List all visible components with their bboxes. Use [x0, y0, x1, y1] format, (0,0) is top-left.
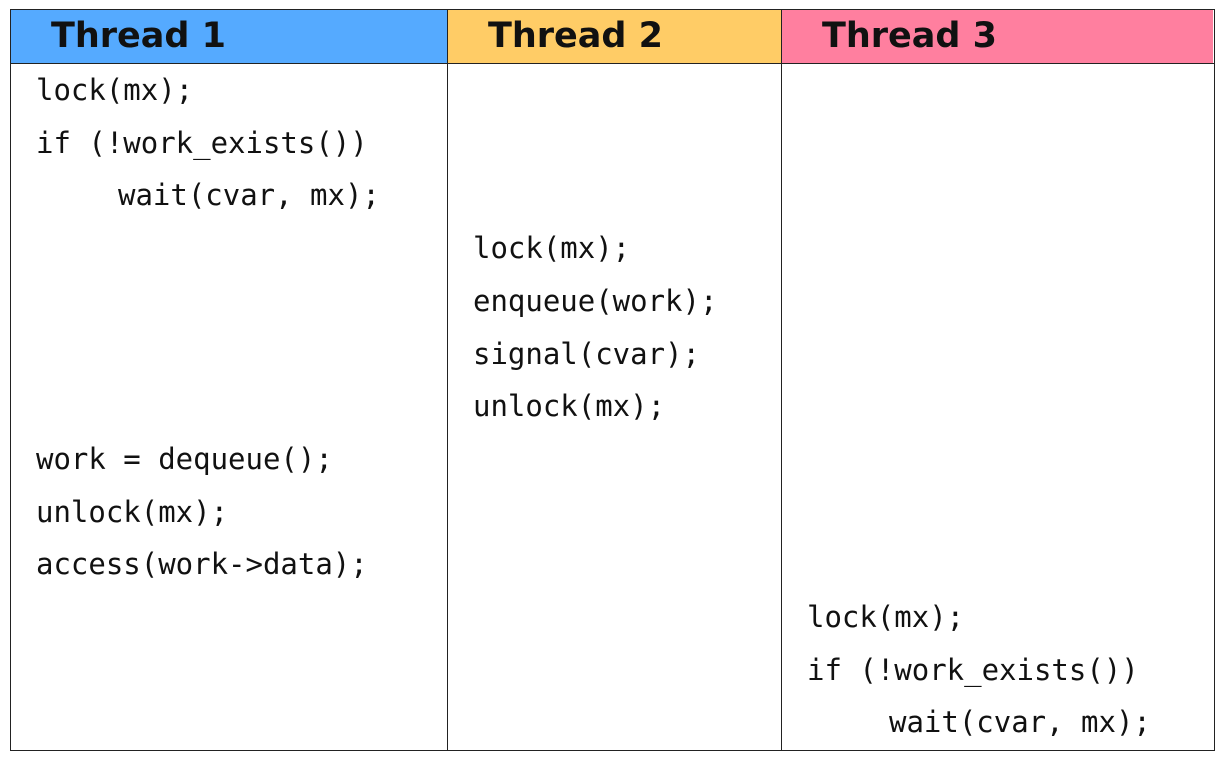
code-text: wait(cvar, mx); [118, 178, 380, 213]
thread-2-header: Thread 2 [447, 10, 781, 63]
code-line: work = dequeue(); [11, 433, 447, 486]
code-text: wait(cvar, mx); [889, 705, 1151, 740]
thread-1-column: lock(mx); if (!work_exists()) wait(cvar,… [11, 64, 447, 750]
code-line: lock(mx); [11, 64, 447, 117]
thread-interleaving-table: Thread 1 Thread 2 Thread 3 lock(mx); if … [10, 9, 1215, 751]
thread-2-header-label: Thread 2 [488, 16, 663, 56]
code-line: if (!work_exists()) [11, 117, 447, 170]
code-text: lock(mx); [36, 73, 194, 107]
code-text: access(work->data); [36, 547, 368, 582]
code-text: if (!work_exists()) [807, 652, 1139, 687]
code-text: unlock(mx); [36, 494, 229, 529]
code-line: wait(cvar, mx); [782, 696, 1213, 749]
code-line: lock(mx); [448, 222, 781, 275]
code-text: work = dequeue(); [36, 441, 333, 476]
thread-3-column: lock(mx); if (!work_exists()) wait(cvar,… [781, 64, 1213, 750]
thread-1-header-label: Thread 1 [51, 16, 226, 56]
code-line: signal(cvar); [448, 328, 781, 381]
code-text: signal(cvar); [473, 336, 700, 371]
code-text: lock(mx); [473, 231, 631, 266]
code-line: unlock(mx); [11, 486, 447, 539]
thread-1-header: Thread 1 [11, 10, 447, 63]
code-line: lock(mx); [782, 591, 1213, 644]
code-text: enqueue(work); [473, 283, 718, 318]
code-line: if (!work_exists()) [782, 644, 1213, 697]
code-line: unlock(mx); [448, 380, 781, 433]
thread-2-column: lock(mx); enqueue(work); signal(cvar); u… [447, 64, 781, 750]
code-line: access(work->data); [11, 538, 447, 591]
header-row: Thread 1 Thread 2 Thread 3 [11, 10, 1214, 64]
code-text: lock(mx); [807, 600, 965, 634]
code-text: if (!work_exists()) [36, 125, 368, 160]
code-text: unlock(mx); [473, 389, 666, 424]
code-line: enqueue(work); [448, 275, 781, 328]
thread-3-header-label: Thread 3 [822, 16, 997, 56]
code-line: wait(cvar, mx); [11, 169, 447, 222]
thread-3-header: Thread 3 [781, 10, 1213, 63]
